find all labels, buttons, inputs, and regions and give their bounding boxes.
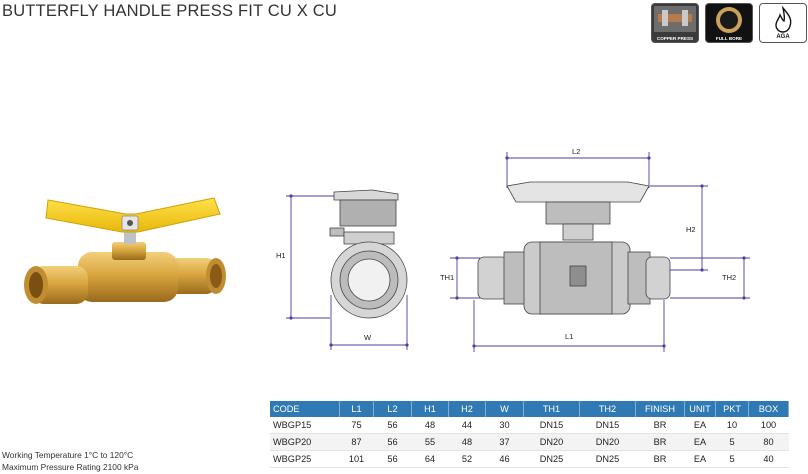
badge-label: AGA (776, 34, 790, 40)
cell-th2: DN20 (579, 433, 636, 451)
table-row: WBGP25 101 56 64 52 46 DN25 DN25 BR EA 5… (270, 450, 789, 468)
cell-h2: 48 (448, 433, 486, 451)
cell-h2: 44 (448, 417, 486, 434)
technical-drawing: H1 W L2 H2 TH1 TH2 L1 (276, 147, 750, 352)
dim-label-th2: TH2 (722, 273, 736, 282)
copper-press-badge: COPPER PRESS (651, 3, 699, 43)
working-temperature-note: Working Temperature 1°C to 120°C (2, 450, 134, 460)
cell-h1: 48 (411, 417, 449, 434)
cell-box: 80 (748, 433, 789, 451)
badge-label: COPPER PRESS (656, 36, 694, 41)
column-header: H1 (411, 401, 449, 417)
cell-finish: BR (635, 417, 685, 434)
cell-w: 46 (485, 450, 524, 468)
column-header: TH2 (579, 401, 636, 417)
cell-unit: EA (684, 433, 716, 451)
cell-l1: 75 (339, 417, 374, 434)
column-header: L2 (373, 401, 412, 417)
valve-product-photo (24, 197, 226, 304)
product-spec-table: CODE L1 L2 H1 H2 W TH1 TH2 FINISH UNIT P… (270, 401, 789, 468)
copper-press-icon (654, 6, 696, 32)
dim-label-w: W (364, 333, 372, 342)
cell-h1: 64 (411, 450, 449, 468)
cell-pkt: 5 (715, 450, 749, 468)
cell-unit: EA (684, 417, 716, 434)
dim-label-l1: L1 (565, 332, 573, 341)
column-header: CODE (270, 401, 340, 417)
page-title: BUTTERFLY HANDLE PRESS FIT CU X CU (2, 2, 338, 20)
cell-l2: 56 (373, 433, 412, 451)
column-header: FINISH (635, 401, 685, 417)
column-header: PKT (715, 401, 749, 417)
cell-th1: DN20 (523, 433, 580, 451)
cell-th1: DN15 (523, 417, 580, 434)
cell-w: 37 (485, 433, 524, 451)
full-bore-badge: FULL BORE (705, 3, 753, 43)
cell-l1: 87 (339, 433, 374, 451)
cell-code: WBGP15 (270, 417, 340, 434)
cell-l2: 56 (373, 450, 412, 468)
cell-finish: BR (635, 450, 685, 468)
cell-box: 100 (748, 417, 789, 434)
aga-badge: AGA (759, 3, 807, 43)
cell-l2: 56 (373, 417, 412, 434)
dim-label-th1: TH1 (440, 273, 454, 282)
cell-th2: DN15 (579, 417, 636, 434)
cell-h2: 52 (448, 450, 486, 468)
cell-w: 30 (485, 417, 524, 434)
max-pressure-note: Maximum Pressure Rating 2100 kPa (2, 462, 139, 472)
flame-icon (775, 5, 792, 33)
cell-box: 40 (748, 450, 789, 468)
dimension-lines (286, 152, 750, 352)
dim-label-h2: H2 (686, 225, 696, 234)
column-header: H2 (448, 401, 486, 417)
dim-label-h1: H1 (276, 251, 286, 260)
table-row: WBGP15 75 56 48 44 30 DN15 DN15 BR EA 10… (270, 417, 789, 434)
column-header: UNIT (684, 401, 716, 417)
valve-side-view (329, 189, 408, 319)
column-header: TH1 (523, 401, 580, 417)
table-row: WBGP20 87 56 55 48 37 DN20 DN20 BR EA 5 … (270, 433, 789, 451)
cell-l1: 101 (339, 450, 374, 468)
badge-label: FULL BORE (715, 36, 743, 41)
cell-unit: EA (684, 450, 716, 468)
cell-th1: DN25 (523, 450, 580, 468)
cell-finish: BR (635, 433, 685, 451)
cell-pkt: 10 (715, 417, 749, 434)
column-header: L1 (339, 401, 374, 417)
dimension-arrows (289, 156, 746, 348)
cell-code: WBGP25 (270, 450, 340, 468)
table-header-row: CODE L1 L2 H1 H2 W TH1 TH2 FINISH UNIT P… (270, 401, 789, 417)
cell-pkt: 5 (715, 433, 749, 451)
full-bore-icon (716, 7, 742, 33)
cell-th2: DN25 (579, 450, 636, 468)
cell-code: WBGP20 (270, 433, 340, 451)
column-header: BOX (748, 401, 789, 417)
column-header: W (485, 401, 524, 417)
valve-front-view (477, 181, 671, 315)
dim-label-l2: L2 (572, 147, 580, 156)
cell-h1: 55 (411, 433, 449, 451)
